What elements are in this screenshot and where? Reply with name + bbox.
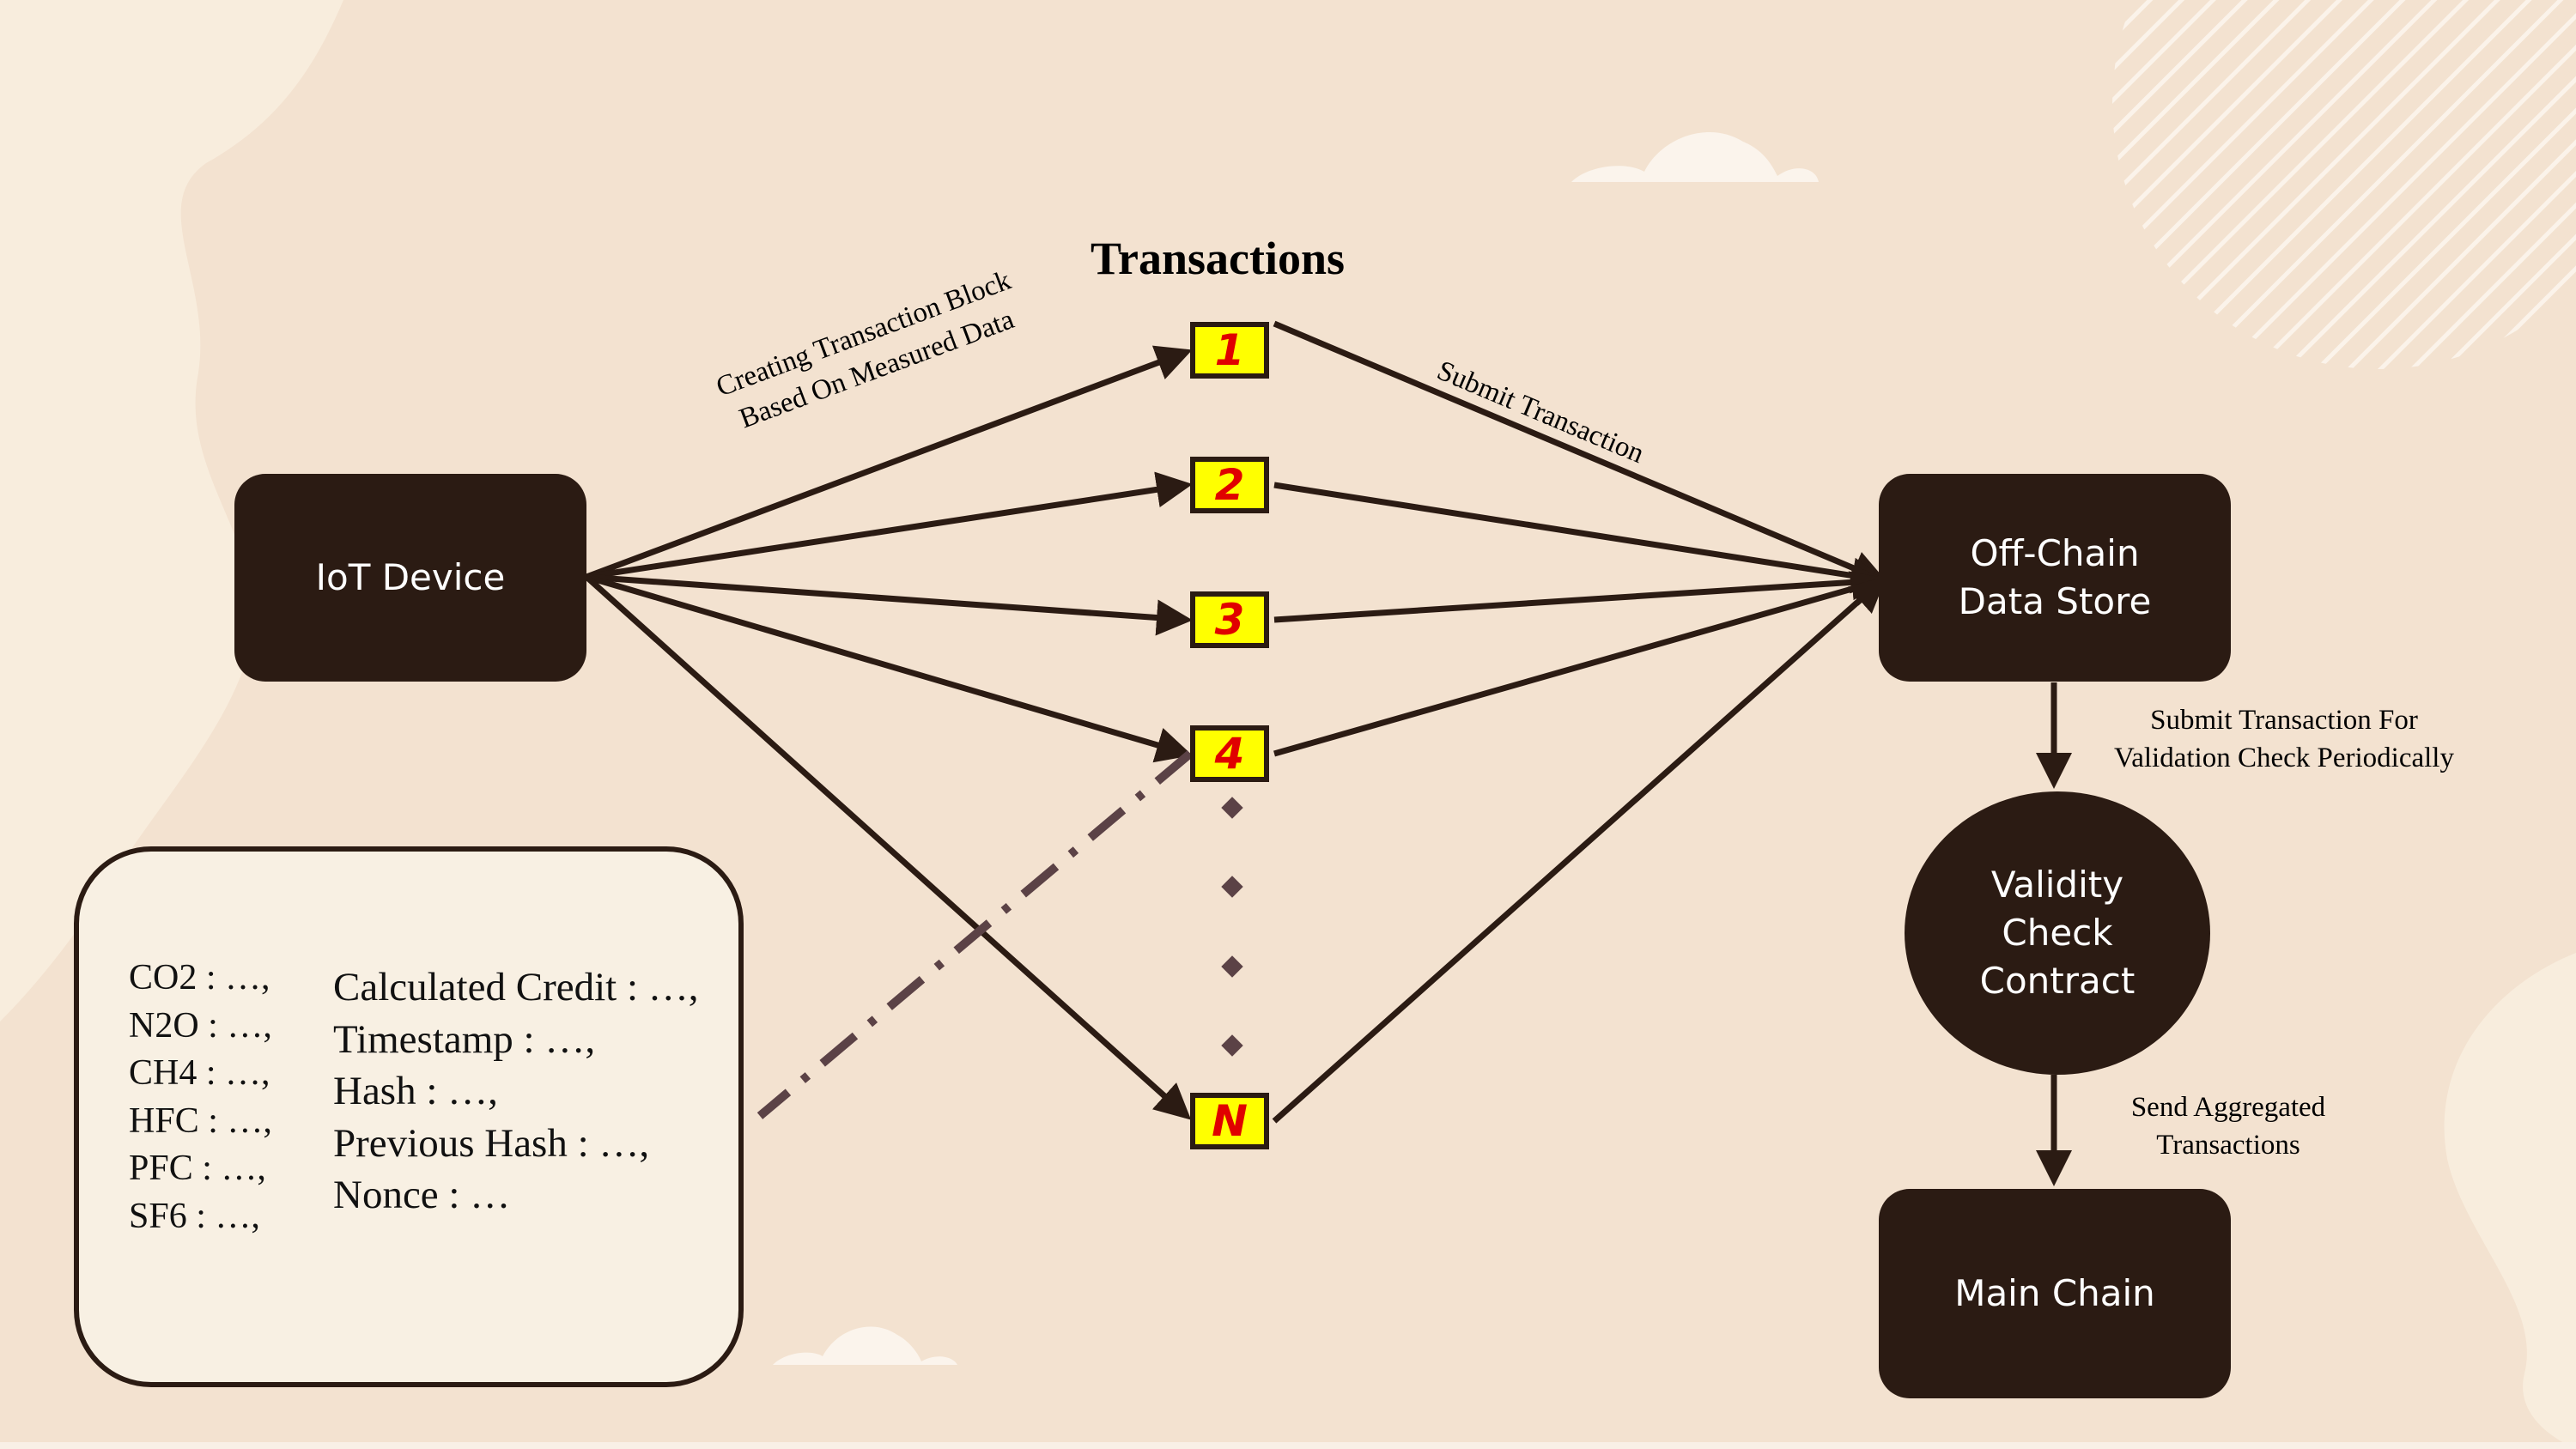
transactions-title: Transactions [1091,233,1346,284]
field-co2: CO2 : …, [129,958,270,997]
field-ch4: CH4 : …, [129,1053,270,1093]
submit-validation-label: Submit Transaction For Validation Check … [2087,701,2482,777]
arrow-iot-to-tx-2 [586,471,1193,580]
offchain-data-store-node[interactable]: Off-Chain Data Store [1879,474,2231,682]
field-timestamp: Timestamp : …, [333,1016,596,1062]
main-chain-node[interactable]: Main Chain [1879,1189,2231,1398]
bottom-strip [0,1442,2576,1449]
field-previous-hash: Previous Hash : …, [333,1120,650,1166]
arrow-tx-3-to-offchain [1273,564,1888,623]
arrow-tx-4-to-offchain [1273,571,1888,757]
offchain-label-line2: Data Store [1958,580,2152,622]
block-fields-list: Calculated Credit : …, Timestamp : …, Ha… [333,961,699,1222]
transaction-box-4[interactable]: 4 [1190,725,1269,782]
arrow-tx-2-to-offchain [1273,482,1888,594]
field-hash: Hash : …, [333,1069,498,1113]
arrow-iot-to-tx-n [584,574,1192,1120]
emission-fields-list: CO2 : …, N2O : …, CH4 : …, HFC : …, PFC … [129,955,272,1240]
iot-device-label: IoT Device [315,556,506,598]
right-blob [2444,953,2576,1449]
cloud-bottom [773,1326,957,1365]
send-aggregated-line1: Send Aggregated [2130,1092,2326,1123]
arrow-tx-n-to-offchain [1272,576,1887,1124]
main-chain-label: Main Chain [1954,1272,2155,1314]
iot-device-node[interactable]: IoT Device [234,474,586,682]
transaction-box-2[interactable]: 2 [1190,457,1269,513]
arrow-tx-1-to-offchain [1273,320,1888,585]
ellipsis-dots [1221,797,1243,1057]
send-aggregated-label: Send Aggregated Transactions [2087,1088,2370,1164]
field-nonce: Nonce : … [333,1173,511,1217]
arrow-iot-to-tx-1 [585,345,1193,580]
transaction-data-card [74,846,744,1387]
field-sf6: SF6 : …, [129,1196,260,1236]
field-pfc: PFC : …, [129,1149,266,1188]
validity-label-line1: Validity [1990,864,2124,906]
arrow-iot-to-tx-4 [586,573,1193,763]
transaction-box-3[interactable]: 3 [1190,591,1269,648]
transaction-box-n[interactable]: N [1190,1093,1269,1149]
validity-check-contract-node[interactable]: Validity Check Contract [1905,791,2210,1075]
field-hfc: HFC : …, [129,1100,272,1141]
submit-validation-line1: Submit Transaction For [2150,705,2418,736]
striped-circle [2112,0,2576,369]
validity-label-line3: Contract [1979,960,2136,1002]
transaction-box-1[interactable]: 1 [1190,322,1269,379]
send-aggregated-line2: Transactions [2156,1130,2300,1161]
dashdot-link-tx4-to-card [756,750,1194,1119]
offchain-label-line1: Off-Chain [1970,532,2140,574]
submit-validation-line2: Validation Check Periodically [2114,743,2454,773]
validity-label-line2: Check [2002,912,2113,954]
arrow-iot-to-tx-3 [586,573,1193,636]
left-blob [0,0,343,1022]
field-n2o: N2O : …, [129,1005,272,1046]
cloud-top [1571,131,1819,182]
field-calculated-credit: Calculated Credit : …, [333,965,699,1009]
